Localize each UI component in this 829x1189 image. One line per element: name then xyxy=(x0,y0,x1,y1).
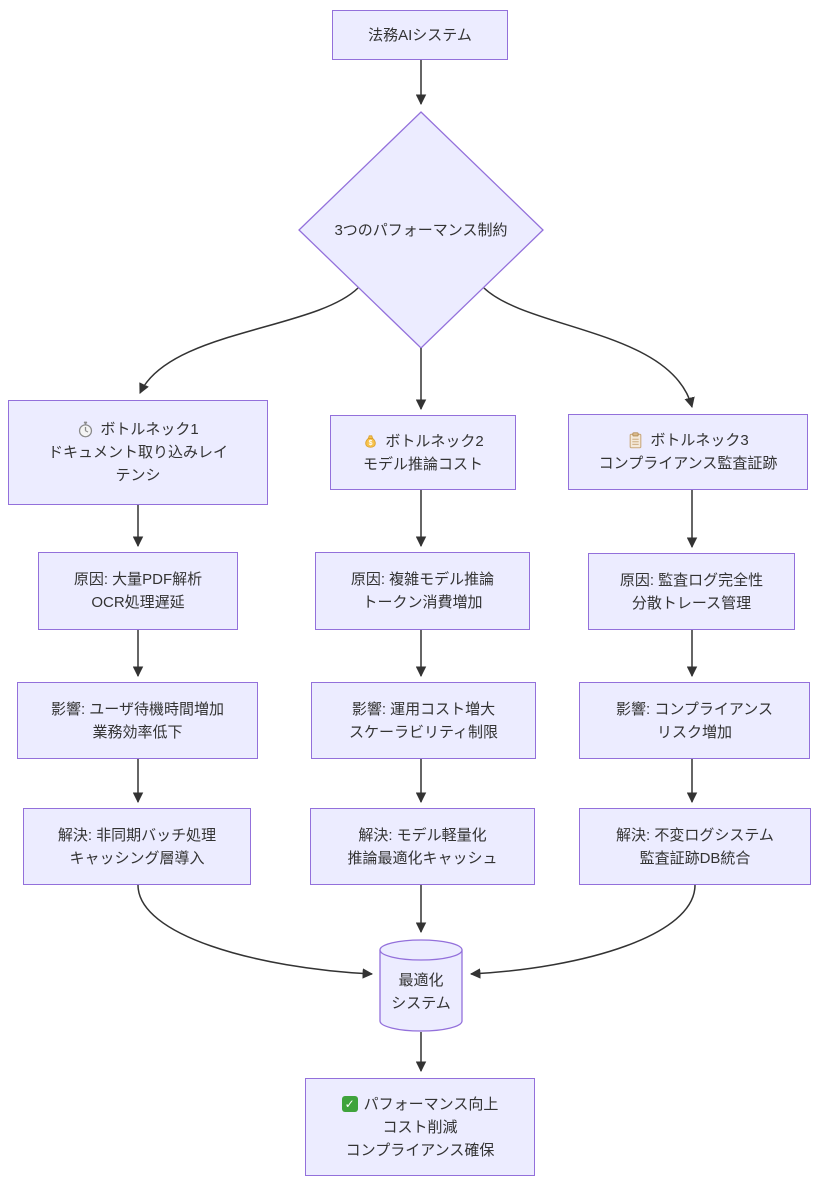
impact3-line2: リスク増加 xyxy=(656,723,732,741)
node-solution-1: 解決: 非同期バッチ処理 キャッシング層導入 xyxy=(23,808,251,885)
bottleneck3-subtitle: コンプライアンス監査証跡 xyxy=(598,455,778,472)
root-label: 法務AIシステム xyxy=(368,26,472,44)
solution1-line2: キャッシング層導入 xyxy=(69,849,205,867)
cause2-line1: 原因: 複雑モデル推論 xyxy=(350,571,495,588)
solution1-line1: 解決: 非同期バッチ処理 xyxy=(57,826,217,844)
cause1-line1: 原因: 大量PDF解析 xyxy=(73,571,203,588)
cause3-line1: 原因: 監査ログ完全性 xyxy=(619,571,764,589)
node-database-label: 最適化 システム xyxy=(381,962,461,1022)
decision-label: 3つのパフォーマンス制約 xyxy=(334,221,508,239)
node-bottleneck-2: $ ボトルネック2 モデル推論コスト xyxy=(330,415,516,490)
node-impact-1: 影響: ユーザ待機時間増加 業務効率低下 xyxy=(17,682,258,759)
node-decision-label: 3つのパフォーマンス制約 xyxy=(311,210,531,250)
stopwatch-icon xyxy=(77,421,94,438)
result-line3: コンプライアンス確保 xyxy=(345,1141,495,1159)
node-impact-3: 影響: コンプライアンス リスク増加 xyxy=(579,682,810,759)
solution3-line1: 解決: 不変ログシステム xyxy=(616,826,774,844)
bottleneck2-title: ボトルネック2 xyxy=(385,432,484,450)
impact2-line2: スケーラビリティ制限 xyxy=(348,723,499,741)
result-line2: コスト削減 xyxy=(382,1118,458,1136)
solution2-line2: 推論最適化キャッシュ xyxy=(347,849,498,867)
impact2-line1: 影響: 運用コスト増大 xyxy=(351,700,496,718)
bottleneck2-subtitle: モデル推論コスト xyxy=(362,455,483,473)
node-result: パフォーマンス向上 コスト削減 コンプライアンス確保 xyxy=(305,1078,535,1176)
cause3-line2: 分散トレース管理 xyxy=(631,594,752,612)
node-cause-3: 原因: 監査ログ完全性 分散トレース管理 xyxy=(588,553,795,630)
node-impact-2: 影響: 運用コスト増大 スケーラビリティ制限 xyxy=(311,682,536,759)
solution3-line2: 監査証跡DB統合 xyxy=(639,849,751,867)
bottleneck1-subtitle: ドキュメント取り込みレイテンシ xyxy=(47,444,228,484)
bottleneck1-title: ボトルネック1 xyxy=(100,421,199,438)
database-line2: システム xyxy=(391,995,451,1012)
node-cause-2: 原因: 複雑モデル推論 トークン消費増加 xyxy=(315,552,530,630)
solution2-line1: 解決: モデル軽量化 xyxy=(358,826,487,844)
edge-decision-to-bottleneck3 xyxy=(483,287,695,409)
cause2-line2: トークン消費増加 xyxy=(362,594,483,611)
impact3-line1: 影響: コンプライアンス xyxy=(616,700,773,718)
impact1-line1: 影響: ユーザ待機時間増加 xyxy=(50,700,225,718)
money-bag-icon: $ xyxy=(362,433,379,450)
cause1-line2: OCR処理遅延 xyxy=(91,594,185,611)
check-icon xyxy=(341,1096,358,1112)
node-bottleneck-1: ボトルネック1 ドキュメント取り込みレイテンシ xyxy=(8,400,268,505)
node-solution-2: 解決: モデル軽量化 推論最適化キャッシュ xyxy=(310,808,535,885)
impact1-line2: 業務効率低下 xyxy=(92,723,183,741)
database-line1: 最適化 xyxy=(398,972,444,989)
database-cylinder-body xyxy=(379,950,463,1032)
node-root: 法務AIシステム xyxy=(332,10,508,60)
clipboard-icon xyxy=(627,432,644,449)
node-solution-3: 解決: 不変ログシステム 監査証跡DB統合 xyxy=(579,808,811,885)
edge-decision-to-bottleneck1 xyxy=(139,287,359,394)
edge-solution1-to-database xyxy=(137,884,374,979)
database-cylinder-top xyxy=(379,939,463,961)
node-bottleneck-3: ボトルネック3 コンプライアンス監査証跡 xyxy=(568,414,808,490)
node-cause-1: 原因: 大量PDF解析 OCR処理遅延 xyxy=(38,552,238,630)
bottleneck3-title: ボトルネック3 xyxy=(650,432,749,449)
edge-solution3-to-database xyxy=(469,884,696,979)
result-line1: パフォーマンス向上 xyxy=(363,1095,499,1113)
svg-text:$: $ xyxy=(369,439,373,446)
